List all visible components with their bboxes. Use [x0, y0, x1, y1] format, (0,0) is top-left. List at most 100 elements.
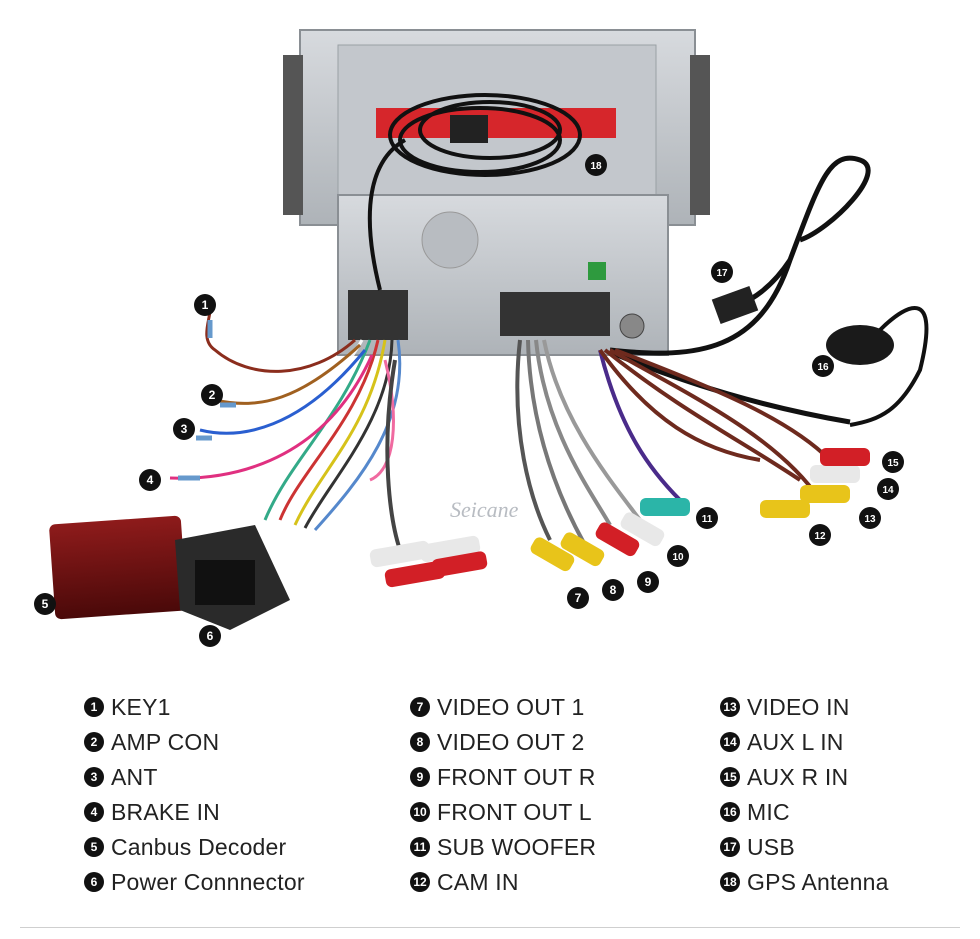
legend-item-13: 13 VIDEO IN — [720, 690, 889, 724]
legend-item-1: 1 KEY1 — [84, 690, 305, 724]
callout-number: 16 — [720, 802, 740, 822]
callout-badge-6: 6 — [199, 625, 221, 647]
legend-item-4: 4 BRAKE IN — [84, 795, 305, 829]
callout-badge-number: 2 — [209, 388, 216, 402]
legend-label: AMP CON — [111, 728, 220, 755]
legend-item-12: 12 CAM IN — [410, 865, 596, 899]
callout-number: 10 — [410, 802, 430, 822]
legend-item-2: 2 AMP CON — [84, 725, 305, 759]
callout-badge-15: 15 — [882, 451, 904, 473]
callout-badge-number: 7 — [575, 591, 582, 605]
callout-badge-number: 8 — [610, 583, 617, 597]
callout-badge-4: 4 — [139, 469, 161, 491]
legend-item-7: 7 VIDEO OUT 1 — [410, 690, 596, 724]
legend-item-14: 14 AUX L IN — [720, 725, 889, 759]
callout-number: 4 — [84, 802, 104, 822]
rca-bundle — [515, 339, 682, 546]
callout-number: 11 — [410, 837, 430, 857]
callout-number: 1 — [84, 697, 104, 717]
callout-badge-number: 12 — [814, 531, 826, 542]
mic — [609, 306, 929, 427]
legend-label: CAM IN — [437, 868, 519, 895]
legend-label: Power Connnector — [111, 868, 305, 895]
callout-number: 15 — [720, 767, 740, 787]
legend-item-10: 10 FRONT OUT L — [410, 795, 596, 829]
legend-label: ANT — [111, 763, 158, 790]
legend-label: VIDEO OUT 2 — [437, 728, 585, 755]
iso-socket — [348, 290, 408, 340]
callout-badge-12: 12 — [809, 524, 831, 546]
av-socket — [500, 292, 610, 336]
callout-badge-number: 1 — [202, 298, 209, 312]
callout-badge-2: 2 — [201, 384, 223, 406]
callout-badge-number: 15 — [887, 458, 899, 469]
callout-number: 3 — [84, 767, 104, 787]
callout-number: 5 — [84, 837, 104, 857]
callout-badge-9: 9 — [637, 571, 659, 593]
callout-badge-7: 7 — [567, 587, 589, 609]
callout-number: 12 — [410, 872, 430, 892]
callout-badge-1: 1 — [194, 294, 216, 316]
callout-badge-5: 5 — [34, 593, 56, 615]
watermark-text: Seicane — [450, 497, 519, 522]
callout-number: 8 — [410, 732, 430, 752]
callout-number: 13 — [720, 697, 740, 717]
legend-label: SUB WOOFER — [437, 833, 597, 860]
legend-label: BRAKE IN — [111, 798, 220, 825]
legend-item-11: 11 SUB WOOFER — [410, 830, 596, 864]
radio-antenna-socket — [619, 313, 645, 339]
bottom-divider — [20, 927, 960, 928]
callout-badge-number: 6 — [207, 629, 214, 643]
callout-number: 18 — [720, 872, 740, 892]
callout-badge-18: 18 — [585, 154, 607, 176]
callout-badge-number: 3 — [181, 422, 188, 436]
callout-number: 17 — [720, 837, 740, 857]
callout-number: 14 — [720, 732, 740, 752]
callout-number: 9 — [410, 767, 430, 787]
callout-number: 2 — [84, 732, 104, 752]
callout-badge-8: 8 — [602, 579, 624, 601]
callout-badge-number: 14 — [882, 485, 894, 496]
rca-front-left — [369, 359, 488, 588]
legend-label: FRONT OUT R — [437, 763, 596, 790]
callout-badge-number: 4 — [147, 473, 154, 487]
legend-label: AUX L IN — [747, 728, 844, 755]
legend-label: KEY1 — [111, 693, 171, 720]
legend-item-8: 8 VIDEO OUT 2 — [410, 725, 596, 759]
callout-badge-16: 16 — [812, 355, 834, 377]
callout-badge-number: 9 — [645, 575, 652, 589]
callout-badge-number: 10 — [672, 552, 684, 563]
gps-antenna — [367, 93, 582, 291]
legend-label: MIC — [747, 798, 790, 825]
callout-number: 7 — [410, 697, 430, 717]
canbus-decoder — [49, 515, 187, 620]
legend-label: FRONT OUT L — [437, 798, 592, 825]
callout-badge-11: 11 — [696, 507, 718, 529]
callout-badge-number: 16 — [817, 362, 829, 373]
legend-item-3: 3 ANT — [84, 760, 305, 794]
callout-badge-13: 13 — [859, 507, 881, 529]
callout-number: 6 — [84, 872, 104, 892]
legend-label: VIDEO OUT 1 — [437, 693, 585, 720]
callout-badge-number: 11 — [702, 514, 713, 525]
callout-badge-14: 14 — [877, 478, 899, 500]
legend-item-16: 16 MIC — [720, 795, 889, 829]
legend-item-9: 9 FRONT OUT R — [410, 760, 596, 794]
usb-cable — [609, 155, 871, 356]
power-connector — [175, 525, 290, 630]
legend-label: VIDEO IN — [747, 693, 850, 720]
rca-right — [598, 348, 832, 502]
callout-badge-10: 10 — [667, 545, 689, 567]
callout-badge-number: 13 — [864, 514, 876, 525]
legend-item-6: 6 Power Connnector — [84, 865, 305, 899]
callout-badge-3: 3 — [173, 418, 195, 440]
